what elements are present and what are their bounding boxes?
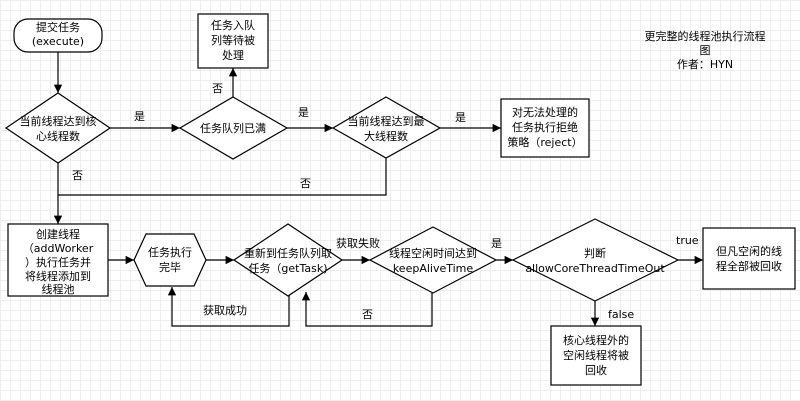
diagram-author: 作者：HYN <box>676 58 734 71</box>
node-recycle-all-line-2: 程全部被回收 <box>716 259 782 273</box>
node-idle-timeout-line-2: keepAliveTime <box>393 262 474 275</box>
node-queue-wait: 任务入队 列等待被 处理 <box>197 13 269 69</box>
node-judge-line-2: allowCoreThreadTimeOut <box>525 262 665 275</box>
edge-labels: 是 否 否 是 是 否 获取失败 获取成功 否 是 true false <box>72 82 699 321</box>
node-queue-full: 任务队列已满 <box>178 96 289 160</box>
node-recycle-non-core-line-1: 核心线程外的 <box>563 333 629 347</box>
node-create-worker-line-3: ）执行任务并 <box>25 255 91 269</box>
node-get-task-line-1: 重新到任务队列取 <box>244 246 332 260</box>
label-queuefull-no: 否 <box>212 82 223 95</box>
node-create-worker-line-2: （addWorker <box>23 242 94 255</box>
node-queue-wait-line-1: 任务入队 <box>211 18 255 32</box>
node-queue-wait-line-3: 处理 <box>222 49 244 62</box>
node-create-worker-line-4: 将线程添加到 <box>25 269 91 283</box>
node-task-done-line-2: 完毕 <box>159 260 181 274</box>
node-create-worker-line-1: 创建线程 <box>36 227 80 241</box>
node-judge: 判断 allowCoreThreadTimeOut <box>511 218 680 302</box>
node-core-reached-line-2: 心线程数 <box>36 129 80 143</box>
node-queue-wait-line-2: 列等待被 <box>211 33 255 47</box>
diagram-title-block: 更完整的线程池执行流程图 作者：HYN <box>640 30 770 72</box>
node-max-reached-line-1: 当前线程达到最 <box>348 114 425 128</box>
label-queuefull-yes: 是 <box>298 106 309 119</box>
node-submit-line-1: 提交任务 <box>36 20 80 34</box>
node-reject-line-3: 策略（reject） <box>507 135 582 149</box>
node-max-reached: 当前线程达到最 大线程数 <box>331 96 442 159</box>
node-core-reached: 当前线程达到核 心线程数 <box>4 92 112 164</box>
node-submit-line-2: (execute) <box>32 35 84 48</box>
node-task-done-line-1: 任务执行 <box>148 245 192 259</box>
node-recycle-all: 但凡空闲的线 程全部被回收 <box>702 227 796 290</box>
label-core-yes: 是 <box>134 110 145 123</box>
node-task-done: 任务执行 完毕 <box>133 233 207 287</box>
node-get-task-line-2: 任务（getTask) <box>248 262 327 275</box>
label-max-no: 否 <box>300 177 311 190</box>
node-judge-line-1: 判断 <box>584 246 606 260</box>
node-recycle-non-core: 核心线程外的 空闲线程将被 回收 <box>550 325 642 386</box>
node-max-reached-line-2: 大线程数 <box>364 129 408 143</box>
node-create-worker-line-5: 线程池 <box>42 282 75 296</box>
node-get-task: 重新到任务队列取 任务（getTask) <box>232 223 344 297</box>
edge-max-no-loop <box>58 158 387 196</box>
node-recycle-non-core-line-3: 回收 <box>585 363 607 377</box>
node-reject-line-2: 任务执行拒绝 <box>512 120 578 134</box>
node-create-worker: 创建线程 （addWorker ）执行任务并 将线程添加到 线程池 <box>7 223 109 297</box>
label-core-no: 否 <box>72 169 83 182</box>
label-max-yes: 是 <box>455 111 466 124</box>
node-idle-timeout-line-1: 线程空闲时间达到 <box>389 246 477 260</box>
label-idle-yes: 是 <box>491 237 502 250</box>
label-get-success: 获取成功 <box>203 304 247 317</box>
label-get-fail: 获取失败 <box>336 236 380 250</box>
diagram-title: 更完整的线程池执行流程图 <box>644 30 766 57</box>
edge-gettask-success <box>167 287 290 327</box>
node-core-reached-line-1: 当前线程达到核 <box>20 114 97 128</box>
node-reject: 对无法处理的 任务执行拒绝 策略（reject） <box>500 98 590 158</box>
node-recycle-all-line-1: 但凡空闲的线 <box>716 244 782 258</box>
node-reject-line-1: 对无法处理的 <box>512 105 578 119</box>
edge-idle-no <box>301 292 433 327</box>
node-submit: 提交任务 (execute) <box>13 18 103 53</box>
node-idle-timeout: 线程空闲时间达到 keepAliveTime <box>368 226 498 294</box>
label-judge-false: false <box>608 308 634 321</box>
edges <box>53 52 703 327</box>
label-idle-no: 否 <box>362 308 373 321</box>
node-recycle-non-core-line-2: 空闲线程将被 <box>563 348 629 362</box>
node-queue-full-line-1: 任务队列已满 <box>200 121 266 135</box>
label-judge-true: true <box>676 234 699 247</box>
